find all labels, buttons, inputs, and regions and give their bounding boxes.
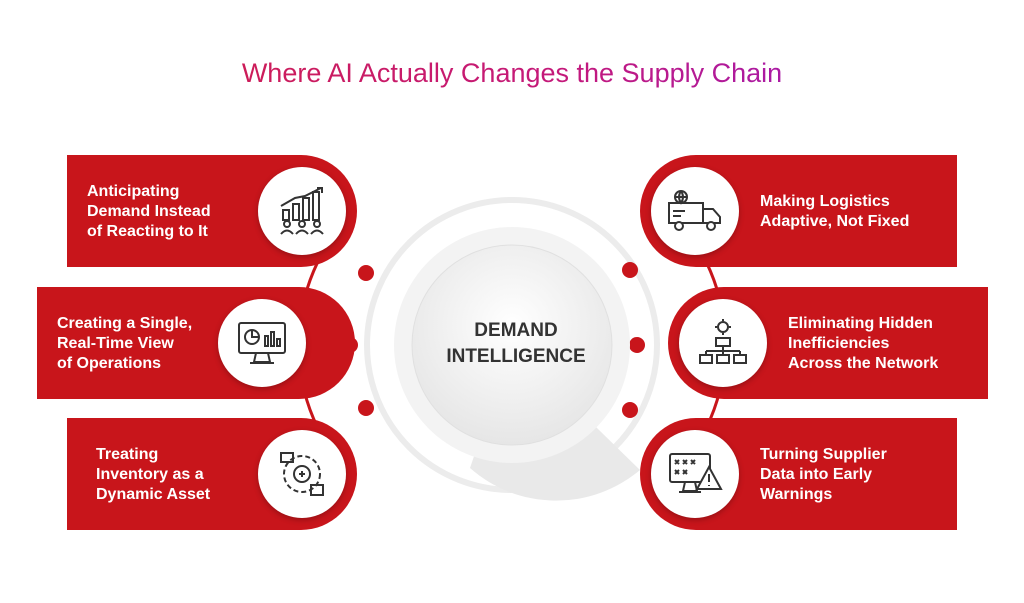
card-label-line: Across the Network (788, 355, 939, 372)
right-dot-2 (629, 337, 645, 353)
monitor-dashboard-icon (218, 299, 306, 387)
card-label-line: Inefficiencies (788, 335, 890, 352)
left-dot-1 (358, 265, 374, 281)
growth-chart-team-icon (258, 167, 346, 255)
card-label: Treating Inventory as a Dynamic Asset (96, 445, 210, 505)
card-label-line: Inventory as a (96, 466, 204, 483)
right-dot-3 (622, 402, 638, 418)
card-label-line: Turning Supplier (760, 446, 887, 463)
card-adaptive-logistics: Making Logistics Adaptive, Not Fixed (640, 155, 957, 267)
card-label: Anticipating Demand Instead of Reacting … (87, 182, 211, 242)
card-label: Creating a Single, Real-Time View of Ope… (57, 314, 192, 374)
card-anticipating-demand: Anticipating Demand Instead of Reacting … (67, 155, 357, 267)
card-label: Turning Supplier Data into Early Warning… (760, 445, 887, 505)
card-label-line: Treating (96, 446, 159, 463)
inventory-cycle-icon (258, 430, 346, 518)
card-hidden-inefficiencies: Eliminating Hidden Inefficiencies Across… (668, 287, 988, 399)
card-label-line: Making Logistics (760, 193, 890, 210)
card-inventory-asset: Treating Inventory as a Dynamic Asset (67, 418, 357, 530)
network-hierarchy-icon (679, 299, 767, 387)
card-label-line: of Operations (57, 355, 162, 372)
card-label-line: Real-Time View (57, 335, 174, 352)
card-label-line: Data into Early (760, 466, 873, 483)
card-label-line: Adaptive, Not Fixed (760, 213, 910, 230)
card-label-line: of Reacting to It (87, 223, 208, 240)
card-label-line: Creating a Single, (57, 315, 193, 332)
center-label-line-2: INTELLIGENCE (446, 346, 586, 367)
center-label-line-1: DEMAND (474, 320, 558, 341)
card-label-line: Demand Instead (87, 203, 211, 220)
card-label: Eliminating Hidden Inefficiencies Across… (788, 314, 938, 374)
left-dot-3 (358, 400, 374, 416)
card-label-line: Anticipating (87, 183, 180, 200)
card-single-view: Creating a Single, Real-Time View of Ope… (37, 287, 355, 399)
page-title: Where AI Actually Changes the Supply Cha… (0, 58, 1024, 89)
card-label-line: Warnings (760, 486, 833, 503)
warning-monitor-icon (651, 430, 739, 518)
hub-inner (411, 244, 613, 446)
card-label-line: Eliminating Hidden (788, 315, 933, 332)
center-label: DEMAND INTELLIGENCE (398, 318, 634, 370)
card-supplier-warnings: Turning Supplier Data into Early Warning… (640, 418, 957, 530)
card-label-line: Dynamic Asset (96, 486, 211, 503)
delivery-truck-icon (651, 167, 739, 255)
right-dot-1 (622, 262, 638, 278)
card-label: Making Logistics Adaptive, Not Fixed (760, 192, 909, 232)
